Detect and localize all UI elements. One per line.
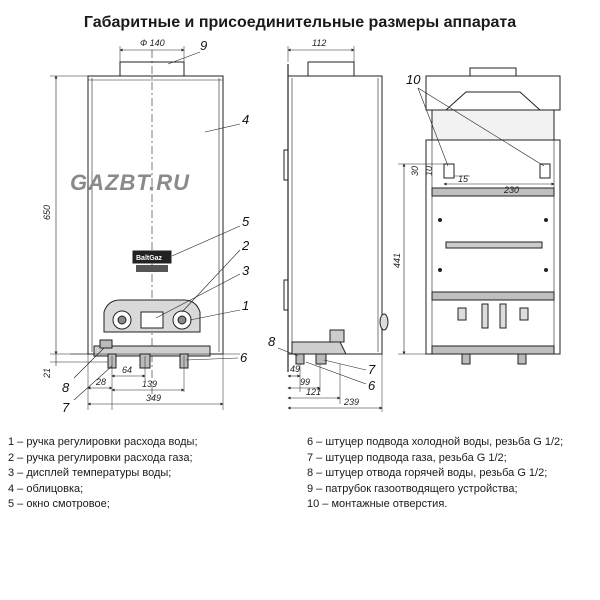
legend-item-7: 7 – штуцер подвода газа, резьба G 1/2; <box>307 451 507 464</box>
dim-230: 230 <box>503 185 519 195</box>
temperature-display-icon <box>140 311 164 329</box>
callout-6: 6 <box>240 350 248 365</box>
dim-441: 441 <box>392 253 402 268</box>
legend-item-6: 6 – штуцер подвода холодной воды, резьба… <box>307 436 564 448</box>
dim-650: 650 <box>42 205 52 220</box>
legend-right: 6 – штуцер подвода холодной воды, резьба… <box>307 435 563 513</box>
legend-item-1: 1 – ручка регулировки расхода воды; <box>8 436 198 448</box>
dim-21: 21 <box>42 368 52 379</box>
legend-item-3: 3 – дисплей температуры воды; <box>8 467 172 480</box>
side-bottom-fittings <box>291 341 347 355</box>
rear-view <box>398 67 561 365</box>
diagram-title: Габаритные и присоединительные размеры а… <box>83 14 517 31</box>
rear-callout-10: 10 <box>406 72 421 87</box>
legend-left: 1 – ручка регулировки расхода воды; 2 – … <box>8 435 198 513</box>
dim-10: 10 <box>424 166 434 176</box>
callout-5: 5 <box>242 214 250 229</box>
legend-item-8: 8 – штуцер отвода горячей воды, резьба G… <box>307 467 548 480</box>
dim-121: 121 <box>306 387 321 397</box>
dim-64: 64 <box>122 365 132 375</box>
side-body-outline <box>287 75 383 355</box>
dim-49: 49 <box>290 364 300 374</box>
front-view <box>50 46 241 410</box>
mounting-hole-left-icon <box>443 163 455 179</box>
dim-28: 28 <box>95 377 106 387</box>
legend-item-4: 4 – облицовка; <box>8 482 84 495</box>
dim-349: 349 <box>146 393 161 403</box>
callout-3: 3 <box>242 263 250 278</box>
technical-drawing: GAZBT.RU Ф 140 650 21 28 64 139 349 Balt… <box>42 38 561 415</box>
legend-item-2: 2 – ручка регулировки расхода газа; <box>8 451 193 464</box>
callout-8: 8 <box>62 380 70 395</box>
watermark: GAZBT.RU <box>70 170 190 195</box>
dim-239: 239 <box>343 397 359 407</box>
callout-4: 4 <box>242 112 249 127</box>
callout-9: 9 <box>200 38 207 53</box>
dim-112: 112 <box>312 38 326 48</box>
dim-d140: Ф 140 <box>140 38 165 48</box>
callout-7: 7 <box>62 400 70 415</box>
side-view <box>277 46 389 412</box>
callout-2: 2 <box>241 238 250 253</box>
legend-item-10: 10 – монтажные отверстия. <box>307 498 448 511</box>
legend-item-9: 9 – патрубок газоотводящего устройства; <box>307 482 518 495</box>
callout-1: 1 <box>242 298 249 313</box>
side-flue-pipe <box>307 61 355 77</box>
legend-item-5: 5 – окно смотровое; <box>8 498 110 511</box>
side-callout-8: 8 <box>268 334 276 349</box>
dim-99: 99 <box>300 377 310 387</box>
brand-label: BaltGaz <box>136 255 163 262</box>
mounting-hole-right-icon <box>539 163 551 179</box>
side-knob-icon <box>379 313 389 331</box>
side-callout-6: 6 <box>368 378 376 393</box>
dim-30: 30 <box>410 166 420 176</box>
front-brand-badge <box>132 250 172 264</box>
dim-15: 15 <box>458 174 469 184</box>
dim-139: 139 <box>142 379 157 389</box>
rear-top-hood <box>425 75 561 111</box>
side-callout-7: 7 <box>368 362 376 377</box>
